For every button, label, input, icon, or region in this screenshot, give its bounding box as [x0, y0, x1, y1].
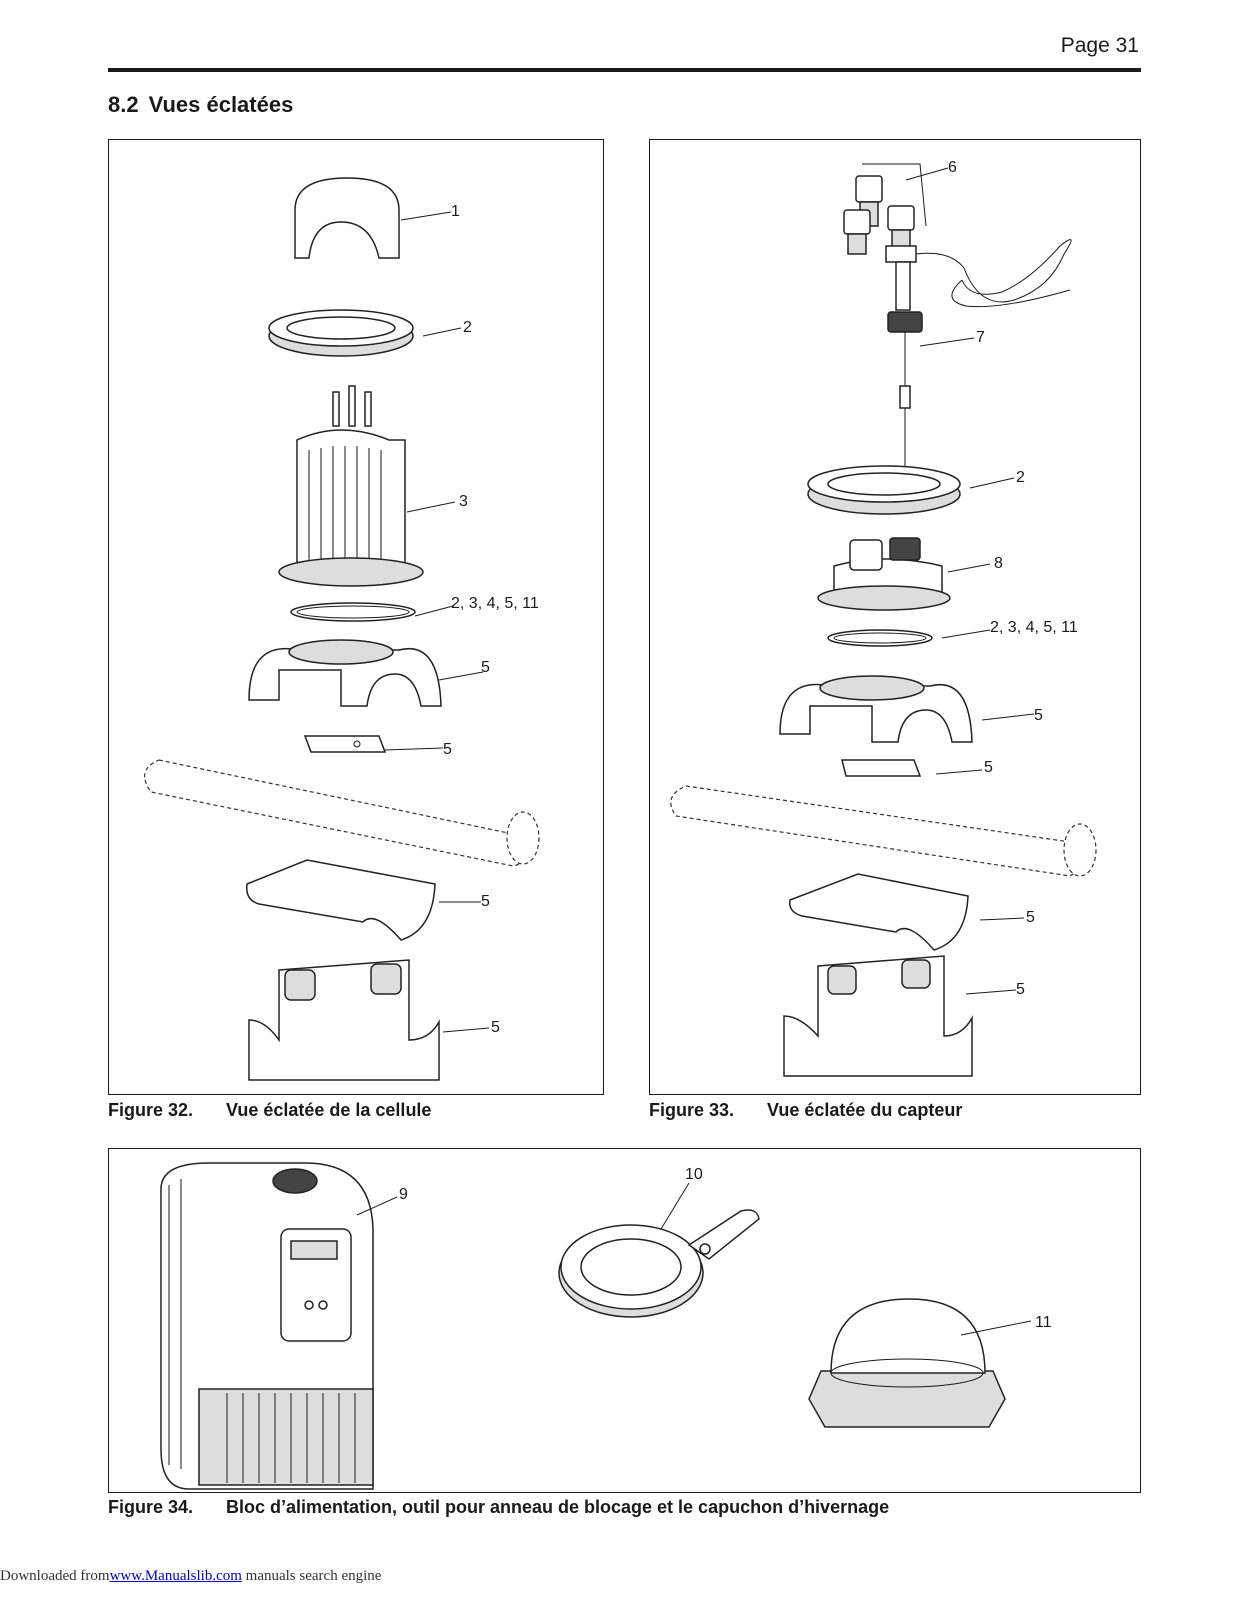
figure-32-title: Vue éclatée de la cellule	[226, 1100, 432, 1120]
callout-5-clip-b: 5	[984, 759, 993, 776]
pipe-2-drawing	[670, 785, 1097, 877]
part-saddle-top-drawing	[248, 639, 442, 707]
part-saddle-bottom-2-drawing	[789, 873, 969, 951]
callout-8: 8	[994, 555, 1003, 572]
winter-cap-drawing	[808, 1298, 1006, 1428]
part-sensor-drawing	[885, 239, 1072, 480]
part-oring-drawing	[290, 602, 416, 622]
callout-2: 2	[463, 319, 472, 336]
callout-5-elbow-b: 5	[1016, 981, 1025, 998]
figure-33-title: Vue éclatée du capteur	[767, 1100, 963, 1120]
figure-34-caption: Figure 34. Bloc d’alimentation, outil pou…	[108, 1497, 889, 1518]
footer-suffix: manuals search engine	[241, 1568, 382, 1584]
callout-2-3-4-5-11: 2, 3, 4, 5, 11	[451, 595, 539, 612]
part-cap-drawing	[294, 177, 400, 259]
pipe-drawing	[144, 759, 540, 867]
part-clip-2-drawing	[841, 759, 922, 777]
part-sensor-housing-drawing	[817, 537, 951, 611]
part-elbow-drawing	[248, 959, 440, 1081]
section-number: 8.2	[108, 92, 139, 117]
figure-34-frame: 9 10 11	[108, 1148, 1141, 1493]
figure-33-label: Figure 33.	[649, 1100, 735, 1120]
part-clip-drawing	[303, 735, 387, 753]
callout-5-saddle-bottom: 5	[481, 893, 490, 910]
callout-9: 9	[399, 1186, 408, 1203]
part-lock-ring-drawing	[268, 309, 414, 357]
callout-5-clip: 5	[443, 741, 452, 758]
callout-3: 3	[459, 493, 468, 510]
footer-prefix: Downloaded from	[0, 1568, 110, 1584]
part-saddle-top-2-drawing	[779, 675, 973, 743]
callout-5-saddle-top: 5	[481, 659, 490, 676]
figure-33-drawing: 6 7 2 8 2, 3, 4, 5, 11 5 5 5 5	[670, 159, 1097, 1077]
callout-leaders	[384, 211, 490, 1033]
figure-32-drawing: 1 2 3 2, 3, 4, 5, 11 5 5 5 5	[144, 177, 540, 1081]
figure-33-frame: 6 7 2 8 2, 3, 4, 5, 11 5 5 5 5	[649, 139, 1141, 1095]
figure-32-caption: Figure 32. Vue éclatée de la cellule	[108, 1100, 431, 1121]
part-oring-2-drawing	[827, 629, 933, 647]
section-title: Vues éclatées	[148, 92, 294, 117]
callout-2-ring: 2	[1016, 469, 1025, 486]
manualslib-link[interactable]: www.Manualslib.com	[109, 1568, 242, 1584]
part-elbow-2-drawing	[783, 955, 973, 1077]
callout-5-saddle-bottom-b: 5	[1026, 909, 1035, 926]
part-plugs-drawing	[843, 163, 927, 255]
figure-34-drawing: 9 10 11	[160, 1162, 1052, 1490]
callout-10: 10	[685, 1166, 703, 1183]
callout-1: 1	[451, 203, 460, 220]
callout-leaders-3	[356, 1182, 1032, 1336]
footer: Downloaded fromwww.Manualslib.com manual…	[0, 1568, 381, 1585]
power-supply-drawing	[160, 1162, 374, 1490]
figure-32-label: Figure 32.	[108, 1100, 194, 1120]
figure-34-title: Bloc d’alimentation, outil pour anneau d…	[226, 1497, 890, 1517]
header-rule	[108, 68, 1141, 72]
callout-6: 6	[948, 159, 957, 176]
callout-leaders-2	[905, 167, 1035, 995]
lock-ring-tool-drawing	[558, 1209, 760, 1318]
callout-5-saddle-top-b: 5	[1034, 707, 1043, 724]
part-cell-drawing	[278, 385, 424, 587]
section-heading: 8.2 Vues éclatées	[108, 92, 293, 118]
part-lock-ring-2-drawing	[807, 465, 961, 515]
figure-33-caption: Figure 33. Vue éclatée du capteur	[649, 1100, 962, 1121]
part-saddle-bottom-drawing	[246, 859, 436, 941]
callout-7: 7	[976, 329, 985, 346]
page-number: Page 31	[1060, 34, 1139, 57]
callout-11: 11	[1035, 1314, 1052, 1331]
figure-32-frame: 1 2 3 2, 3, 4, 5, 11 5 5 5 5	[108, 139, 604, 1095]
callout-5-elbow: 5	[491, 1019, 500, 1036]
callout-2-3-4-5-11-b: 2, 3, 4, 5, 11	[990, 619, 1078, 636]
figure-34-label: Figure 34.	[108, 1497, 194, 1517]
